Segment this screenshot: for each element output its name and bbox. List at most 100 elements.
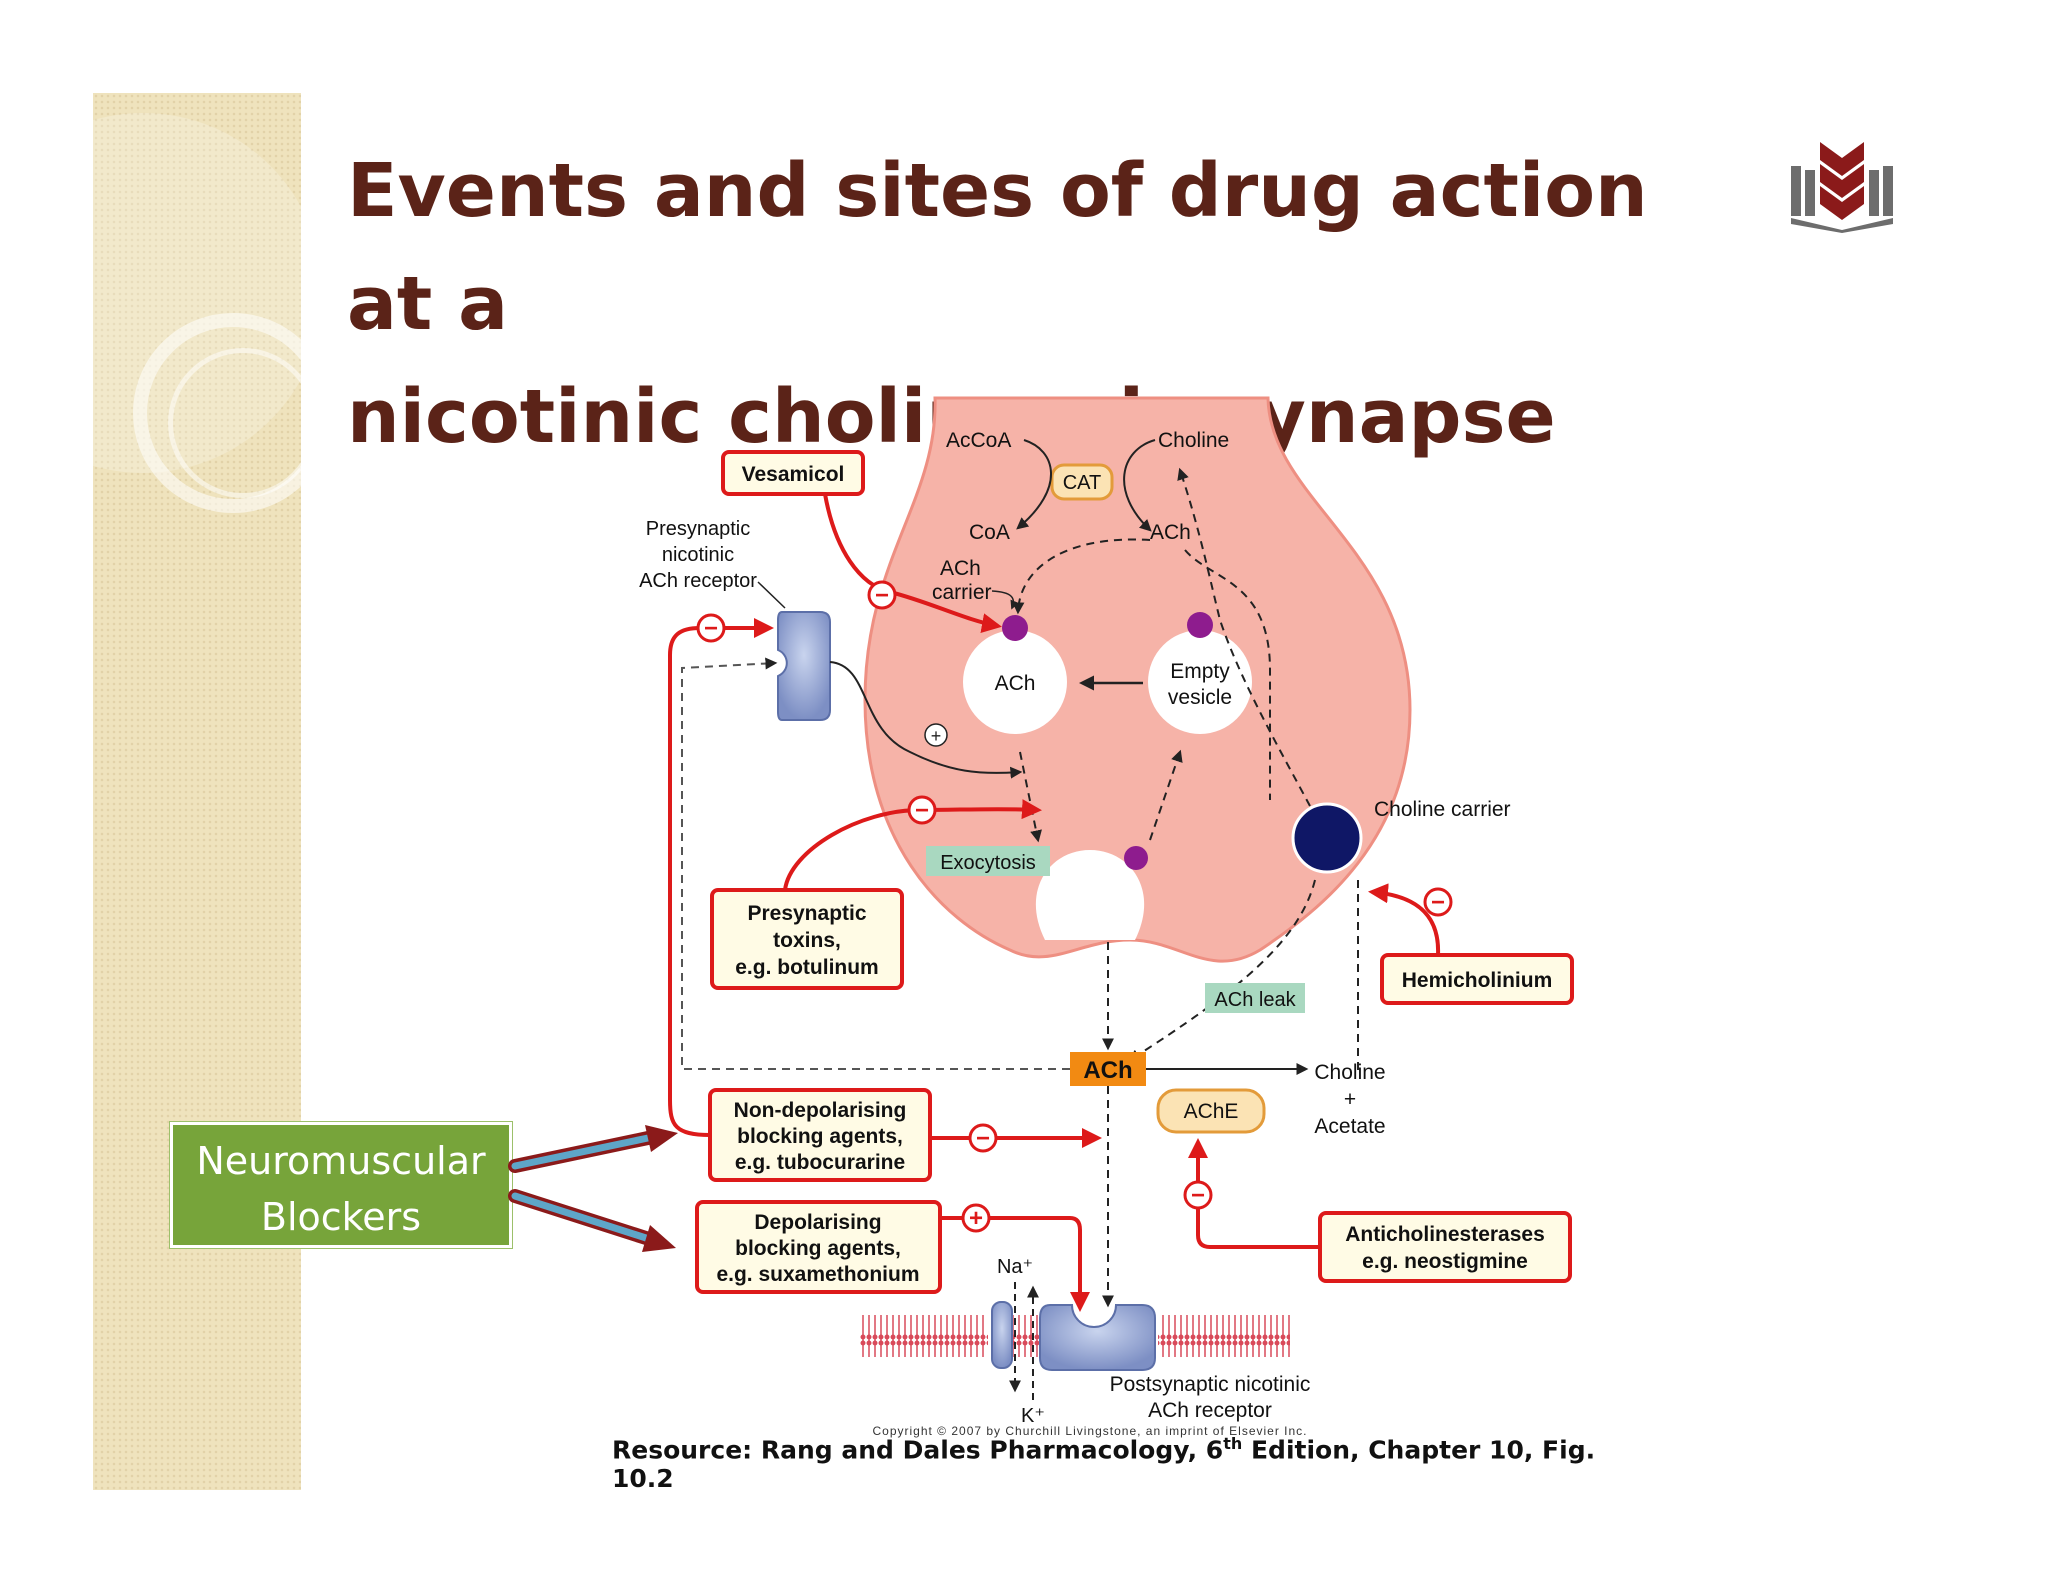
label-empty-vesicle-2: vesicle	[1168, 686, 1232, 709]
ach-carrier-protein	[1002, 615, 1028, 641]
arrow-vesicle-to-exocytosis	[1019, 751, 1042, 843]
synapse-diagram: AcCoA Choline CAT CoA ACh ACh carrier AC…	[639, 396, 1574, 1438]
book-logo-icon	[1791, 142, 1893, 233]
label-presyn-receptor-1: Presynaptic	[646, 518, 751, 540]
callout-line-1: Neuromuscular	[196, 1139, 486, 1183]
fused-vesicle	[1035, 850, 1145, 940]
nondepol-minus	[968, 1123, 998, 1153]
label-nondepol-2: blocking agents,	[737, 1125, 903, 1148]
label-toxins-1: Presynaptic	[747, 902, 866, 925]
copyright-note: Copyright © 2007 by Churchill Livingston…	[872, 1424, 1307, 1438]
empty-vesicle-carrier	[1187, 612, 1213, 638]
choline-carrier	[1291, 802, 1363, 874]
postsynaptic-receptor	[1039, 1304, 1156, 1371]
cat-enzyme: CAT	[1050, 463, 1114, 501]
label-choline-acetate-2: +	[1344, 1088, 1356, 1111]
label-ach-leak: ACh leak	[1214, 989, 1296, 1011]
depol-plus	[961, 1203, 991, 1233]
cleft-ach-box	[1070, 1052, 1146, 1086]
hemicholinium-inhibition-arrow	[1368, 883, 1441, 956]
label-anticholin-2: e.g. neostigmine	[1362, 1250, 1528, 1273]
hemicholinium-minus	[1423, 887, 1453, 917]
nondepol-presyn-minus-sign: −	[704, 615, 718, 642]
label-ach-carrier-2: carrier	[932, 581, 992, 604]
arrow-accoa-to-coa	[1016, 439, 1052, 530]
label-nondepol-1: Non-depolarising	[734, 1099, 907, 1122]
plus-receptor	[924, 723, 948, 747]
depol-box	[695, 1200, 942, 1294]
nondepol-minus-sign: −	[976, 1125, 990, 1152]
nondepol-to-receptor-arrow	[668, 618, 774, 1137]
label-postsyn-2: ACh receptor	[1148, 1399, 1272, 1422]
toxins-minus-sign: −	[915, 797, 929, 824]
vesamicol-box	[721, 450, 865, 496]
label-coa: CoA	[969, 521, 1010, 544]
anticholin-inhibition-arrow	[1188, 1138, 1320, 1249]
ach-vesicle	[963, 630, 1067, 734]
label-hemicholinium: Hemicholinium	[1402, 969, 1553, 992]
label-depol-2: blocking agents,	[735, 1237, 901, 1260]
label-depol-1: Depolarising	[754, 1211, 881, 1234]
label-vesicle-ach: ACh	[995, 672, 1036, 695]
slide-title-line-1: Events and sites of drug action at a	[347, 148, 1648, 347]
membrane-left	[860, 1315, 988, 1357]
label-choline-acetate-3: Acetate	[1314, 1115, 1385, 1138]
label-na: Na⁺	[997, 1256, 1033, 1278]
decorative-sidebar-strip	[0, 93, 333, 1490]
label-ach-carrier-1: ACh	[940, 557, 981, 580]
depol-to-receptor-arrow	[940, 1216, 1090, 1312]
nerve-terminal	[863, 396, 1412, 963]
neuromuscular-blockers-callout: Neuromuscular Blockers	[170, 1122, 512, 1248]
label-toxins-3: e.g. botulinum	[735, 956, 878, 979]
ach-leak-label-bg	[1205, 983, 1305, 1013]
exocytosis-label-bg	[926, 846, 1050, 876]
label-empty-vesicle-1: Empty	[1170, 660, 1230, 683]
label-vesamicol: Vesamicol	[742, 463, 845, 486]
label-k: K⁺	[1021, 1405, 1045, 1427]
callout-line-2: Blockers	[260, 1195, 422, 1239]
label-presyn-receptor-2: nicotinic	[662, 544, 734, 566]
nondepol-presyn-minus	[696, 613, 726, 643]
membrane-right	[1158, 1315, 1290, 1357]
arrow-choline-to-ach	[1123, 439, 1156, 532]
toxins-minus	[907, 795, 937, 825]
label-depol-3: e.g. suxamethonium	[716, 1263, 919, 1286]
label-toxins-2: toxins,	[773, 929, 841, 952]
label-presyn-receptor-3: ACh receptor	[639, 570, 757, 592]
decorative-ring-inner	[168, 348, 318, 498]
vesamicol-minus-sign: −	[875, 582, 889, 609]
caption-superscript: th	[1223, 1434, 1243, 1453]
empty-vesicle	[1148, 630, 1252, 734]
label-nondepol-3: e.g. tubocurarine	[735, 1151, 905, 1174]
label-choline-carrier: Choline carrier	[1374, 798, 1511, 821]
arrow-receptor-positive	[829, 661, 1023, 779]
presyn-receptor-pointer	[757, 581, 786, 609]
anticholin-minus-sign: −	[1191, 1182, 1205, 1209]
toxins-box	[710, 888, 904, 990]
presynaptic-receptor	[777, 611, 831, 721]
plus-receptor-sign: +	[931, 726, 942, 746]
caption-prefix: Resource: Rang and Dales Pharmacology, 6	[612, 1435, 1224, 1465]
arrow-recycle-vesicle	[1149, 749, 1183, 841]
label-accoa: AcCoA	[946, 429, 1011, 452]
label-exocytosis: Exocytosis	[940, 852, 1036, 874]
ache-enzyme: AChE	[1156, 1088, 1266, 1134]
line-ach-to-carrier	[1184, 549, 1271, 800]
anticholin-minus	[1183, 1180, 1213, 1210]
caption-suffix: Edition, Chapter 10, Fig. 10.2	[612, 1435, 1596, 1494]
resource-caption: Resource: Rang and Dales Pharmacology, 6…	[612, 1434, 1612, 1493]
label-choline-acetate-1: Choline	[1314, 1061, 1385, 1084]
hemicholinium-box	[1380, 953, 1574, 1005]
label-ache: AChE	[1184, 1100, 1239, 1123]
arrow-ach-leak	[1127, 879, 1316, 1062]
depol-plus-sign: +	[969, 1205, 983, 1232]
arrow-choline-reuptake	[1177, 467, 1311, 807]
hemicholinium-minus-sign: −	[1431, 889, 1445, 916]
label-postsyn-1: Postsynaptic nicotinic	[1110, 1373, 1311, 1396]
line-ach-feedback	[681, 657, 1070, 1070]
vesamicol-minus	[867, 580, 897, 610]
label-cat: CAT	[1063, 472, 1102, 494]
label-anticholin-1: Anticholinesterases	[1345, 1223, 1545, 1246]
label-choline-top: Choline	[1158, 429, 1229, 452]
label-cleft-ach: ACh	[1083, 1057, 1132, 1084]
